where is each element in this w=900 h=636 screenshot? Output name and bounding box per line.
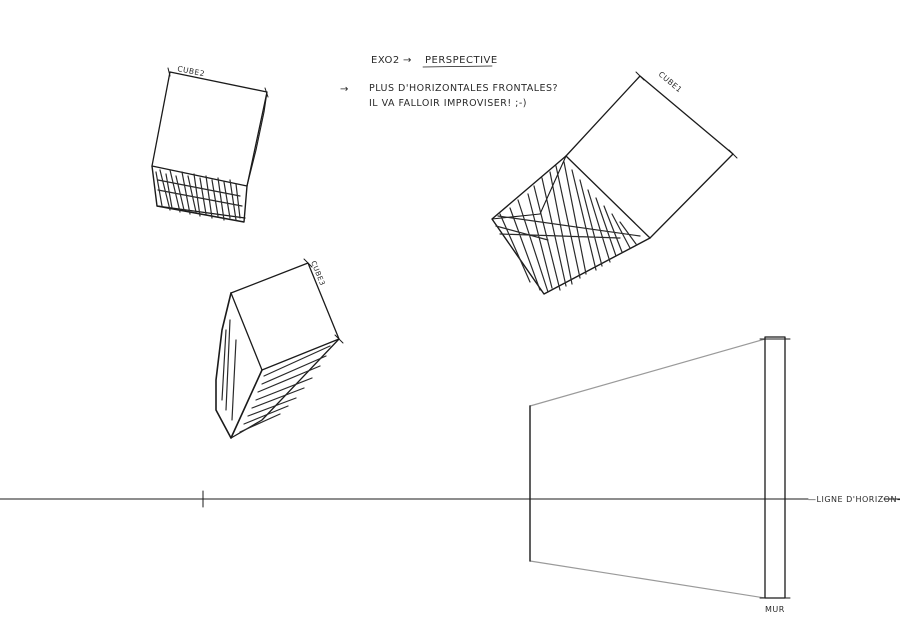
cube-3: CUBE3 [215, 258, 344, 439]
cube-2-side-edge [246, 91, 268, 187]
horizon-label: —LIGNE D'HORIZON— [808, 495, 900, 504]
note-line-2: IL VA FALLOIR IMPROVISER! ;-) [369, 98, 527, 109]
cube-2: CUBE2 [151, 64, 269, 223]
cube-1-side-face [491, 155, 651, 295]
wall-perspective: MUR [529, 336, 791, 614]
wall-guide-bottom [529, 560, 766, 599]
note-arrow: → [340, 84, 349, 95]
exercise-label: EXO2 [371, 55, 400, 66]
wall-guide-top [529, 338, 766, 407]
cube-2-bottom-face [151, 165, 248, 223]
cube-1-label: CUBE1 [657, 70, 684, 95]
wall-rectangle [764, 336, 786, 599]
cube-2-hatching [155, 169, 243, 221]
subject-underline [422, 65, 493, 68]
cube-2-bottom-edge [156, 205, 246, 219]
cube-1-top-face [565, 75, 734, 239]
cube-3-left-edge [215, 292, 263, 439]
wall-label: MUR [765, 605, 785, 614]
cube-1: CUBE1 [491, 70, 738, 295]
title-arrow: → [403, 55, 412, 66]
cube-2-front-face [151, 71, 268, 187]
note-line-1: PLUS D'HORIZONTALES FRONTALES? [369, 83, 558, 94]
subject-label: PERSPECTIVE [425, 55, 498, 66]
cube-3-hatching [221, 319, 331, 433]
header-title: EXO2 → PERSPECTIVE [371, 55, 498, 68]
header-note: → PLUS D'HORIZONTALES FRONTALES? IL VA F… [340, 83, 558, 109]
cube-1-hatching [495, 161, 641, 293]
